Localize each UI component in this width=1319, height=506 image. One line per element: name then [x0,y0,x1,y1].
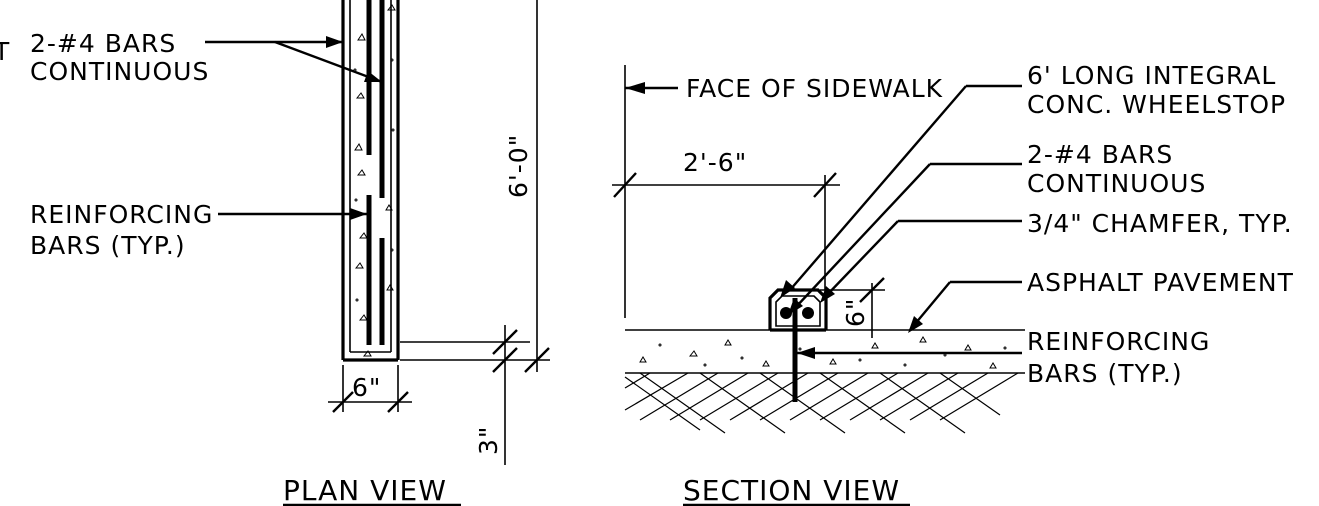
section-reinforcing-leader [797,347,1022,359]
plan-concrete-aggregate [353,4,396,357]
chamfer-leader [820,219,1022,303]
plan-view: T [0,0,550,506]
section-bars-leader [788,162,1022,315]
wheelstop-leader [780,84,1022,298]
section-bars-label-line1: 2-#4 BARS [1027,140,1173,169]
plan-length-dimension [400,0,550,373]
wheelstop-profile [768,288,828,402]
plan-width-label: 6" [352,373,381,402]
plan-reinforcing-callout-line2: BARS (TYP.) [30,231,186,260]
section-reinforcing-label-line1: REINFORCING [1027,327,1210,356]
plan-cover-label: 3" [474,426,503,455]
section-view: FACE OF SIDEWALK 2'-6" [612,61,1294,506]
section-offset-dimension [612,172,840,290]
section-offset-label: 2'-6" [683,148,747,177]
chamfer-label: 3/4" CHAMFER, TYP. [1027,209,1293,238]
plan-cover-dimension [400,325,530,465]
plan-bars-callout-line2: CONTINUOUS [30,57,209,86]
plan-cutoff-text: T [0,37,10,66]
face-of-sidewalk-label: FACE OF SIDEWALK [686,74,943,103]
section-reinforcing-label-line2: BARS (TYP.) [1027,359,1183,388]
plan-view-title: PLAN VIEW [283,474,447,506]
section-bars-label-line2: CONTINUOUS [1027,169,1206,198]
plan-reinforcing-bars [366,0,385,345]
plan-width-dimension [328,365,412,413]
plan-length-label: 6'-0" [504,134,533,198]
plan-wheelstop-outline [341,0,400,362]
asphalt-label: ASPHALT PAVEMENT [1027,268,1294,297]
face-of-sidewalk-leader [625,82,678,94]
plan-reinforcing-leader [218,208,367,220]
wheelstop-label-line2: CONC. WHEELSTOP [1027,90,1286,119]
plan-bars-leader [205,36,383,84]
section-view-title: SECTION VIEW [683,474,900,506]
asphalt-pavement-slab [625,329,1025,374]
asphalt-leader [908,280,1022,333]
plan-bars-callout-line1: 2-#4 BARS [30,29,176,58]
wheelstop-label-line1: 6' LONG INTEGRAL [1027,61,1276,90]
plan-reinforcing-callout-line1: REINFORCING [30,200,213,229]
section-height-label: 6" [841,298,870,327]
earth-hatch [624,372,1019,434]
